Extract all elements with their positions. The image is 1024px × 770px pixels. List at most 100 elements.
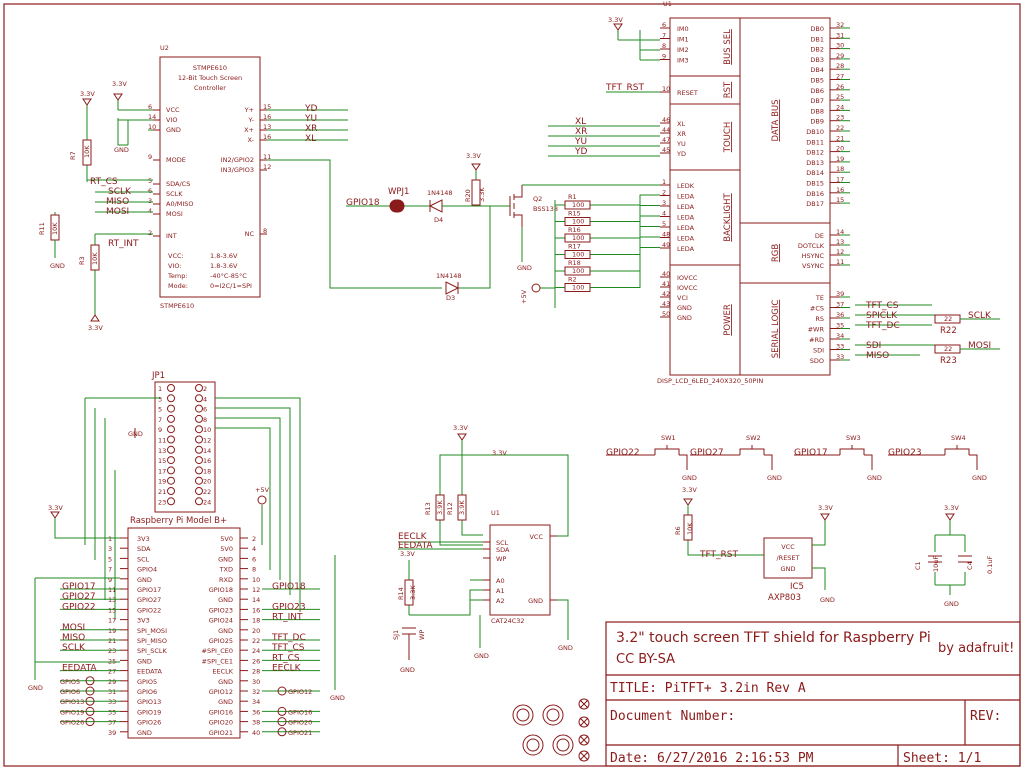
u2-pin-num: 11 bbox=[263, 153, 271, 161]
sj1-ref: SJ1 bbox=[392, 630, 400, 640]
rpi-pin-num: 23 bbox=[108, 647, 116, 655]
r20-ref: R20 bbox=[464, 189, 472, 202]
jp1-pin-num: 3 bbox=[158, 395, 162, 403]
rpi-pin-label: GPIO21 bbox=[209, 729, 233, 737]
u1-pin-label: DB5 bbox=[810, 77, 824, 85]
u1-pin-label: DB1 bbox=[810, 35, 824, 43]
rpi-pin-label: GPIO4 bbox=[137, 566, 157, 574]
rpi-pin-label: GPIO24 bbox=[209, 617, 233, 625]
switch-gnd: GND bbox=[972, 474, 987, 482]
q2-ref: Q2 bbox=[533, 195, 542, 203]
u1-pin-label: DB15 bbox=[806, 180, 824, 188]
u1-pin-num: 46 bbox=[662, 116, 670, 124]
rpi-pin-num: 33 bbox=[108, 698, 116, 706]
u1-pin-num: 1 bbox=[662, 178, 666, 186]
rpi-net-label: GPIO16 bbox=[288, 708, 312, 716]
rpi-pin-num: 34 bbox=[252, 698, 260, 706]
u1-pin-label: HSYNC bbox=[802, 252, 825, 260]
u1-pin-num: 47 bbox=[662, 136, 670, 144]
ic5-reset: /RESET bbox=[776, 554, 799, 562]
switch-ref: SW4 bbox=[951, 434, 966, 442]
u1-pin-num: 18 bbox=[836, 165, 844, 173]
rpi-pin-label: GPIO12 bbox=[209, 688, 233, 696]
eeprom-pin-label: GND bbox=[528, 597, 543, 605]
led-res-ref: R17 bbox=[568, 243, 581, 251]
gnd-label-ic5: GND bbox=[820, 596, 835, 604]
rpi-pin-num: 40 bbox=[252, 729, 260, 737]
u1-pin-num: 16 bbox=[836, 186, 844, 194]
v33-label-caps: 3.3V bbox=[944, 504, 959, 512]
rpi-pin-label: SDA bbox=[137, 545, 151, 553]
rpi-pin-label: GPIO16 bbox=[209, 708, 233, 716]
d3-val: 1N4148 bbox=[436, 272, 462, 280]
switch-symbol bbox=[690, 445, 773, 470]
sj1-wp: WP bbox=[418, 630, 426, 640]
gpio-pad bbox=[85, 696, 95, 706]
u1-pin-label: DB4 bbox=[810, 66, 824, 74]
net-rt-cs-u2: RT_CS bbox=[90, 177, 118, 187]
rpi-pin-label: GND bbox=[218, 678, 233, 686]
u1-pin-label: LEDA bbox=[677, 193, 695, 201]
u1-pin-num: 31 bbox=[836, 31, 844, 39]
rpi-net-label: MOSI bbox=[62, 623, 85, 633]
gpio-pad bbox=[85, 686, 95, 696]
v33-label-ee2: 3.3V bbox=[492, 449, 507, 457]
u1-pin-label: LEDA bbox=[677, 245, 695, 253]
rpi-pin-num: 28 bbox=[252, 668, 260, 676]
rpi-pin-num: 18 bbox=[252, 617, 260, 625]
ic5-ref: IC5 bbox=[790, 582, 804, 592]
net-sclk-r22: SCLK bbox=[968, 311, 992, 321]
jp1-pin-num: 20 bbox=[203, 478, 211, 486]
u2-touch-controller: U2 STMPE610 12-Bit Touch Screen Controll… bbox=[148, 44, 271, 310]
wpj1-ref: WPJ1 bbox=[388, 187, 409, 197]
u2-pin-label: VCC bbox=[166, 106, 180, 114]
title-date: Date: 6/27/2016 2:16:53 PM bbox=[610, 751, 814, 766]
u1-pin-num: 15 bbox=[836, 196, 844, 204]
net-xl-u1: XL bbox=[575, 117, 586, 127]
rpi-pin-num: 16 bbox=[252, 606, 260, 614]
u1-pin-num: 42 bbox=[662, 290, 670, 298]
jp1-pin-num: 9 bbox=[158, 426, 162, 434]
r22-ref: R22 bbox=[940, 326, 957, 336]
net-eeclk-ee: EECLK bbox=[398, 532, 428, 542]
u2-pin-label: Y+ bbox=[244, 106, 254, 114]
u1-pin-num: 19 bbox=[836, 155, 844, 163]
rpi-net-label: GPIO6 bbox=[60, 688, 80, 696]
u1-pin-label: DB8 bbox=[810, 107, 824, 115]
rpi-pin-num: 21 bbox=[108, 637, 116, 645]
rpi-pin-label: GPIO22 bbox=[137, 606, 161, 614]
u1-pin-num: 35 bbox=[836, 322, 844, 330]
u2-pin-num: 3 bbox=[148, 197, 152, 205]
u1-pin-num: 2 bbox=[662, 189, 666, 197]
jp1-pin bbox=[195, 435, 203, 444]
u1-pin-label: DB12 bbox=[806, 149, 824, 157]
r14-ref: R14 bbox=[397, 587, 405, 600]
u1-pin-label: RESET bbox=[677, 89, 698, 97]
u1-pin-label: #CS bbox=[810, 305, 824, 313]
net-tft-rst-u1: TFT_RST bbox=[605, 83, 644, 93]
gnd-label-u2: GND bbox=[114, 146, 129, 154]
rpi-net-label: GPIO5 bbox=[60, 678, 80, 686]
title-desc1: 3.2" touch screen TFT shield for Raspber… bbox=[616, 630, 931, 646]
u2-pin-num: 9 bbox=[148, 153, 152, 161]
rpi-pin-label: EEDATA bbox=[137, 668, 163, 676]
u1-pin-num: 20 bbox=[836, 145, 844, 153]
rpi-pin-label: GPIO18 bbox=[209, 586, 233, 594]
v5-label-led: +5V bbox=[520, 289, 528, 304]
rpi-net-label: GPIO18 bbox=[272, 582, 306, 592]
u1-pin-num: 14 bbox=[836, 228, 844, 236]
u1-pin-label: DB17 bbox=[806, 200, 824, 208]
switch-gnd: GND bbox=[682, 474, 697, 482]
led-res-ref: R2 bbox=[568, 276, 577, 284]
u1-pin-label: IOVCC bbox=[677, 274, 698, 282]
rpi-pin-label: #SPI_CE0 bbox=[202, 647, 233, 655]
u2-pin-label: GND bbox=[166, 126, 181, 134]
led-res-ref: R1 bbox=[568, 193, 577, 201]
jp1-pin-num: 8 bbox=[203, 416, 207, 424]
u1-pin-num: 29 bbox=[836, 52, 844, 60]
ic5-gnd: GND bbox=[781, 565, 796, 573]
